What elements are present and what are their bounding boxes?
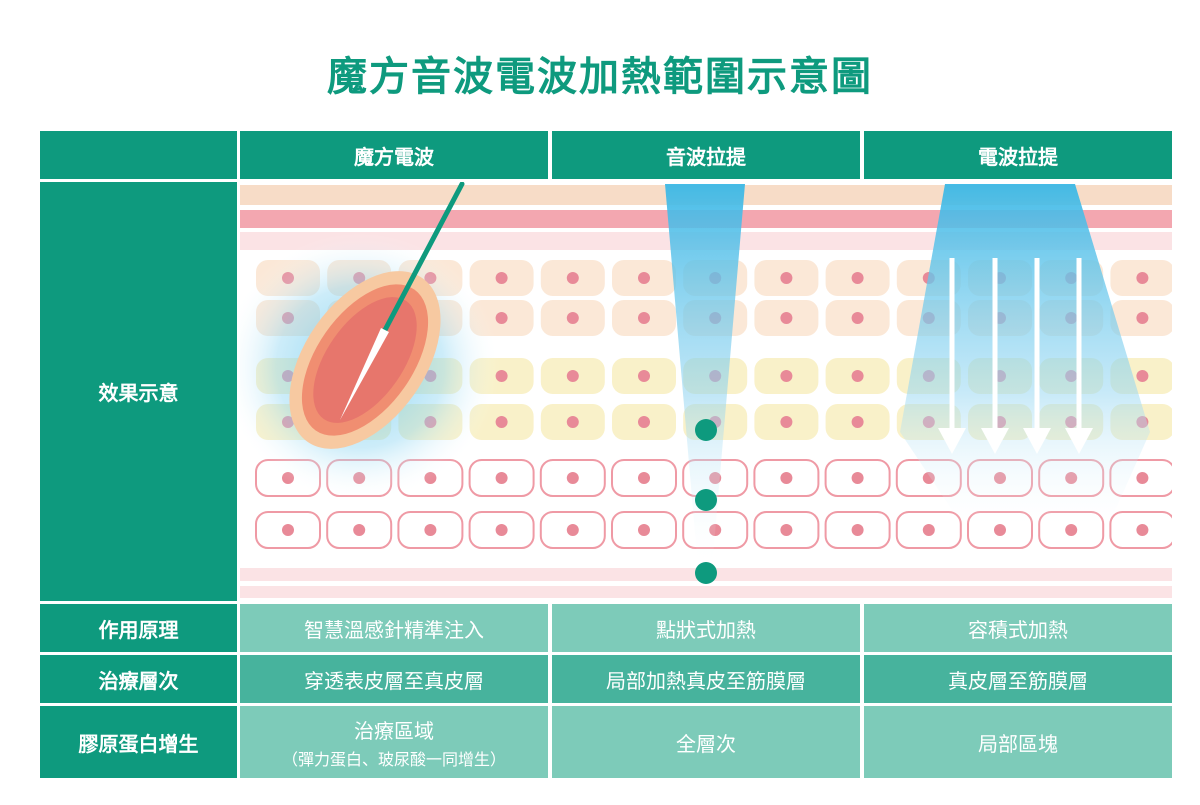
cell-nucleus bbox=[566, 524, 579, 536]
cell-nucleus bbox=[851, 312, 864, 324]
rf-arrows bbox=[938, 258, 1093, 454]
cell-nucleus bbox=[282, 524, 294, 536]
depth-mofang: 穿透表皮層至真皮層 bbox=[240, 655, 548, 703]
cell-nucleus bbox=[851, 416, 864, 428]
header-corner bbox=[40, 131, 237, 179]
rf-arrow-shaft bbox=[1076, 258, 1082, 428]
cell-nucleus bbox=[922, 524, 935, 536]
cell-nucleus bbox=[1136, 472, 1149, 484]
column-header-ultrasound: 音波拉提 bbox=[552, 131, 860, 179]
rf-arrow-shaft bbox=[992, 258, 998, 428]
row-label-effect: 效果示意 bbox=[40, 182, 237, 601]
rf-arrow-head bbox=[1065, 428, 1093, 454]
cell-nucleus bbox=[424, 524, 437, 536]
collagen-mofang: 治療區域 （彈力蛋白、玻尿酸一同增生） bbox=[240, 706, 548, 778]
principle-radiofrequency: 容積式加熱 bbox=[864, 604, 1172, 652]
cell-nucleus bbox=[638, 524, 650, 536]
cell-nucleus bbox=[1136, 272, 1149, 284]
cell-nucleus bbox=[1136, 312, 1149, 324]
cell-nucleus bbox=[495, 312, 508, 324]
cell-nucleus bbox=[851, 370, 864, 382]
collagen-mofang-line1: 治療區域 bbox=[354, 718, 434, 743]
cell-nucleus bbox=[1136, 370, 1149, 382]
cell-nucleus bbox=[566, 370, 579, 382]
focus-point-3 bbox=[695, 562, 717, 584]
cell-nucleus bbox=[851, 272, 864, 284]
focus-point-1 bbox=[695, 419, 717, 441]
cell-nucleus bbox=[353, 524, 366, 536]
row-label-depth: 治療層次 bbox=[40, 655, 237, 703]
collagen-radiofrequency: 局部區塊 bbox=[864, 706, 1172, 778]
column-header-radiofrequency: 電波拉提 bbox=[864, 131, 1172, 179]
ultrasound-beam bbox=[665, 184, 745, 568]
rf-arrow-head bbox=[1023, 428, 1051, 454]
cell-nucleus bbox=[566, 272, 579, 284]
cell-nucleus bbox=[638, 472, 650, 484]
column-header-mofang: 魔方電波 bbox=[240, 131, 548, 179]
rf-arrow-head bbox=[938, 428, 966, 454]
cell-nucleus bbox=[780, 416, 793, 428]
cell-nucleus bbox=[495, 472, 508, 484]
cell-nucleus bbox=[851, 472, 864, 484]
rf-arrow-shaft bbox=[949, 258, 955, 428]
row-label-principle: 作用原理 bbox=[40, 604, 237, 652]
cell-nucleus bbox=[780, 272, 793, 284]
cell-nucleus bbox=[638, 416, 650, 428]
cell-nucleus bbox=[495, 272, 508, 284]
cell-nucleus bbox=[566, 416, 579, 428]
cell-nucleus bbox=[638, 312, 650, 324]
depth-ultrasound: 局部加熱真皮至筋膜層 bbox=[552, 655, 860, 703]
collagen-mofang-line2: （彈力蛋白、玻尿酸一同增生） bbox=[281, 749, 506, 769]
cell-nucleus bbox=[851, 524, 864, 536]
cell-nucleus bbox=[780, 472, 793, 484]
rf-arrow-shaft bbox=[1034, 258, 1040, 428]
target-zone-inner bbox=[313, 297, 417, 423]
principle-ultrasound: 點狀式加熱 bbox=[552, 604, 860, 652]
cell-nucleus bbox=[780, 312, 793, 324]
cell-nucleus bbox=[780, 524, 793, 536]
cell-nucleus bbox=[495, 416, 508, 428]
cell-nucleus bbox=[780, 370, 793, 382]
page-title: 魔方音波電波加熱範圍示意圖 bbox=[327, 54, 873, 100]
cell-nucleus bbox=[495, 524, 508, 536]
layer-fascia-bottom bbox=[240, 586, 1172, 598]
focus-point-2 bbox=[695, 489, 717, 511]
principle-mofang: 智慧溫感針精準注入 bbox=[240, 604, 548, 652]
effect-diagram bbox=[240, 182, 1172, 598]
cell-nucleus bbox=[638, 272, 650, 284]
cell-nucleus bbox=[566, 312, 579, 324]
rf-needle bbox=[382, 182, 465, 333]
rf-beam bbox=[900, 184, 1150, 532]
depth-radiofrequency: 真皮層至筋膜層 bbox=[864, 655, 1172, 703]
cell-nucleus bbox=[638, 370, 650, 382]
needle-tip bbox=[340, 328, 389, 420]
cell-nucleus bbox=[1136, 524, 1149, 536]
cell-nucleus bbox=[566, 472, 579, 484]
row-label-collagen: 膠原蛋白增生 bbox=[40, 706, 237, 778]
collagen-ultrasound: 全層次 bbox=[552, 706, 860, 778]
rf-arrow-head bbox=[981, 428, 1009, 454]
